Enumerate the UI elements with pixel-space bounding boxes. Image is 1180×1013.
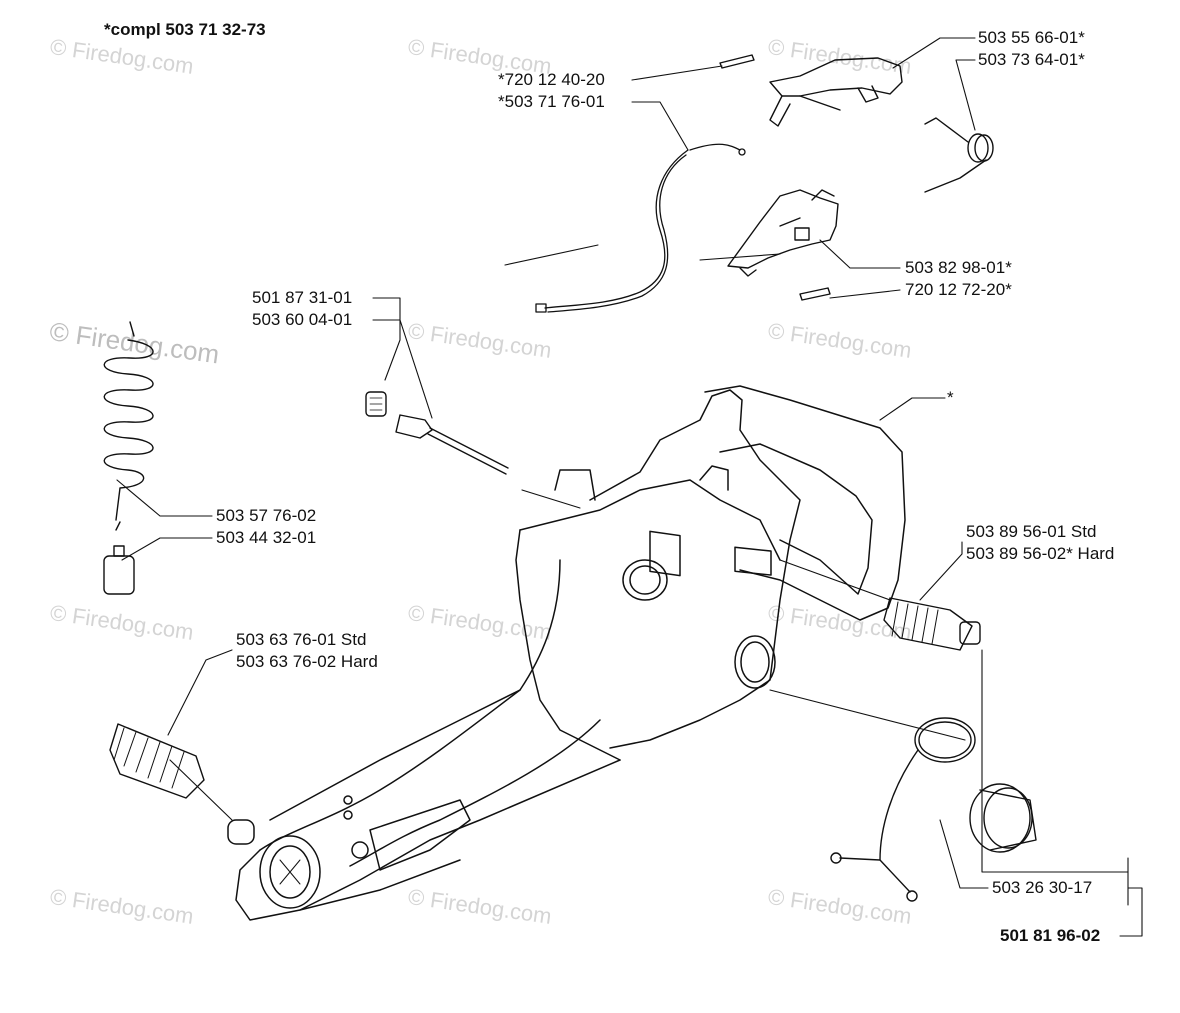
part-label: 720 12 72-20*: [905, 280, 1012, 299]
part-label: 503 44 32-01: [216, 528, 317, 547]
av-spring-rear: [883, 597, 981, 651]
part-label: 503 60 04-01: [252, 310, 353, 329]
part-label: 503 63 76-02 Hard: [236, 652, 378, 671]
part-label: 503 26 30-17: [992, 878, 1093, 897]
part-label: 503 55 66-01*: [978, 28, 1085, 47]
fuel-hose-coil: [103, 321, 154, 531]
part-label-assembly: 501 81 96-02: [1000, 926, 1101, 945]
av-spring-front: [109, 723, 205, 799]
leader-lines: [116, 37, 1143, 937]
part-label: 503 89 56-02* Hard: [966, 544, 1115, 563]
part-label: 501 87 31-01: [252, 288, 353, 307]
part-label: 503 82 98-01*: [905, 258, 1012, 277]
part-label: *503 71 76-01: [498, 92, 605, 111]
oil-cap: [830, 717, 1037, 902]
fuel-filter: [103, 545, 135, 595]
throttle-cable: [535, 143, 746, 313]
pin-720-12-72-20: [799, 287, 831, 301]
spring: [924, 117, 994, 193]
tank-housing: [227, 385, 906, 921]
part-label: *: [947, 388, 954, 407]
assembly-title: *compl 503 71 32-73: [104, 20, 266, 39]
throttle-trigger: [769, 57, 903, 127]
part-label: *720 12 40-20: [498, 70, 605, 89]
part-label: 503 63 76-01 Std: [236, 630, 367, 649]
part-label: 503 57 76-02: [216, 506, 317, 525]
pin-720-12-40-20: [719, 54, 755, 69]
part-label: 503 73 64-01*: [978, 50, 1085, 69]
trigger-housing: [727, 189, 839, 277]
fuel-filter-small: [365, 391, 509, 475]
part-label: 503 89 56-01 Std: [966, 522, 1097, 541]
